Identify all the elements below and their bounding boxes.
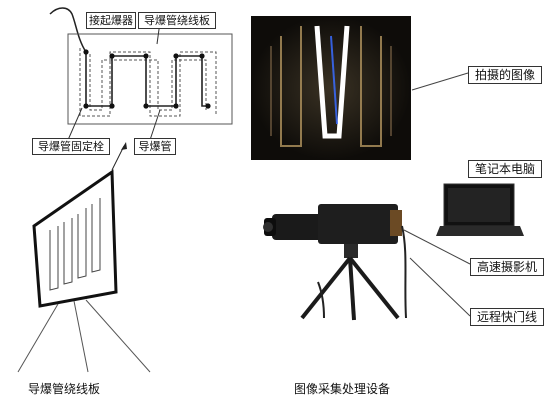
left-caption: 导爆管绕线板 xyxy=(28,382,101,396)
board-label: 导爆管绕线板 xyxy=(138,12,216,29)
board-strings xyxy=(17,299,151,373)
tube-path-outer xyxy=(79,48,217,117)
captured-image-label: 拍摄的图像 xyxy=(468,66,542,84)
fixing-pins xyxy=(83,49,211,109)
captured-image-photo xyxy=(251,16,411,160)
camera-tripod-photo xyxy=(258,192,418,322)
shutter-cable-label: 远程快门线 xyxy=(470,308,544,326)
glow-trace xyxy=(314,25,350,139)
board-perspective xyxy=(32,169,118,308)
board-outline xyxy=(67,33,233,125)
zoom-arrow xyxy=(111,145,125,171)
fixing-pin-label: 导爆管固定栓 xyxy=(32,138,110,155)
camera-label: 高速摄影机 xyxy=(470,258,544,276)
right-caption: 图像采集处理设备 xyxy=(294,382,391,396)
detonator-wire xyxy=(49,7,87,53)
detonator-label: 接起爆器 xyxy=(86,12,136,29)
tube-path-inner xyxy=(89,54,207,111)
tube-label: 导爆管 xyxy=(134,138,176,155)
laptop-label: 笔记本电脑 xyxy=(468,160,542,178)
laptop-photo xyxy=(436,180,526,240)
